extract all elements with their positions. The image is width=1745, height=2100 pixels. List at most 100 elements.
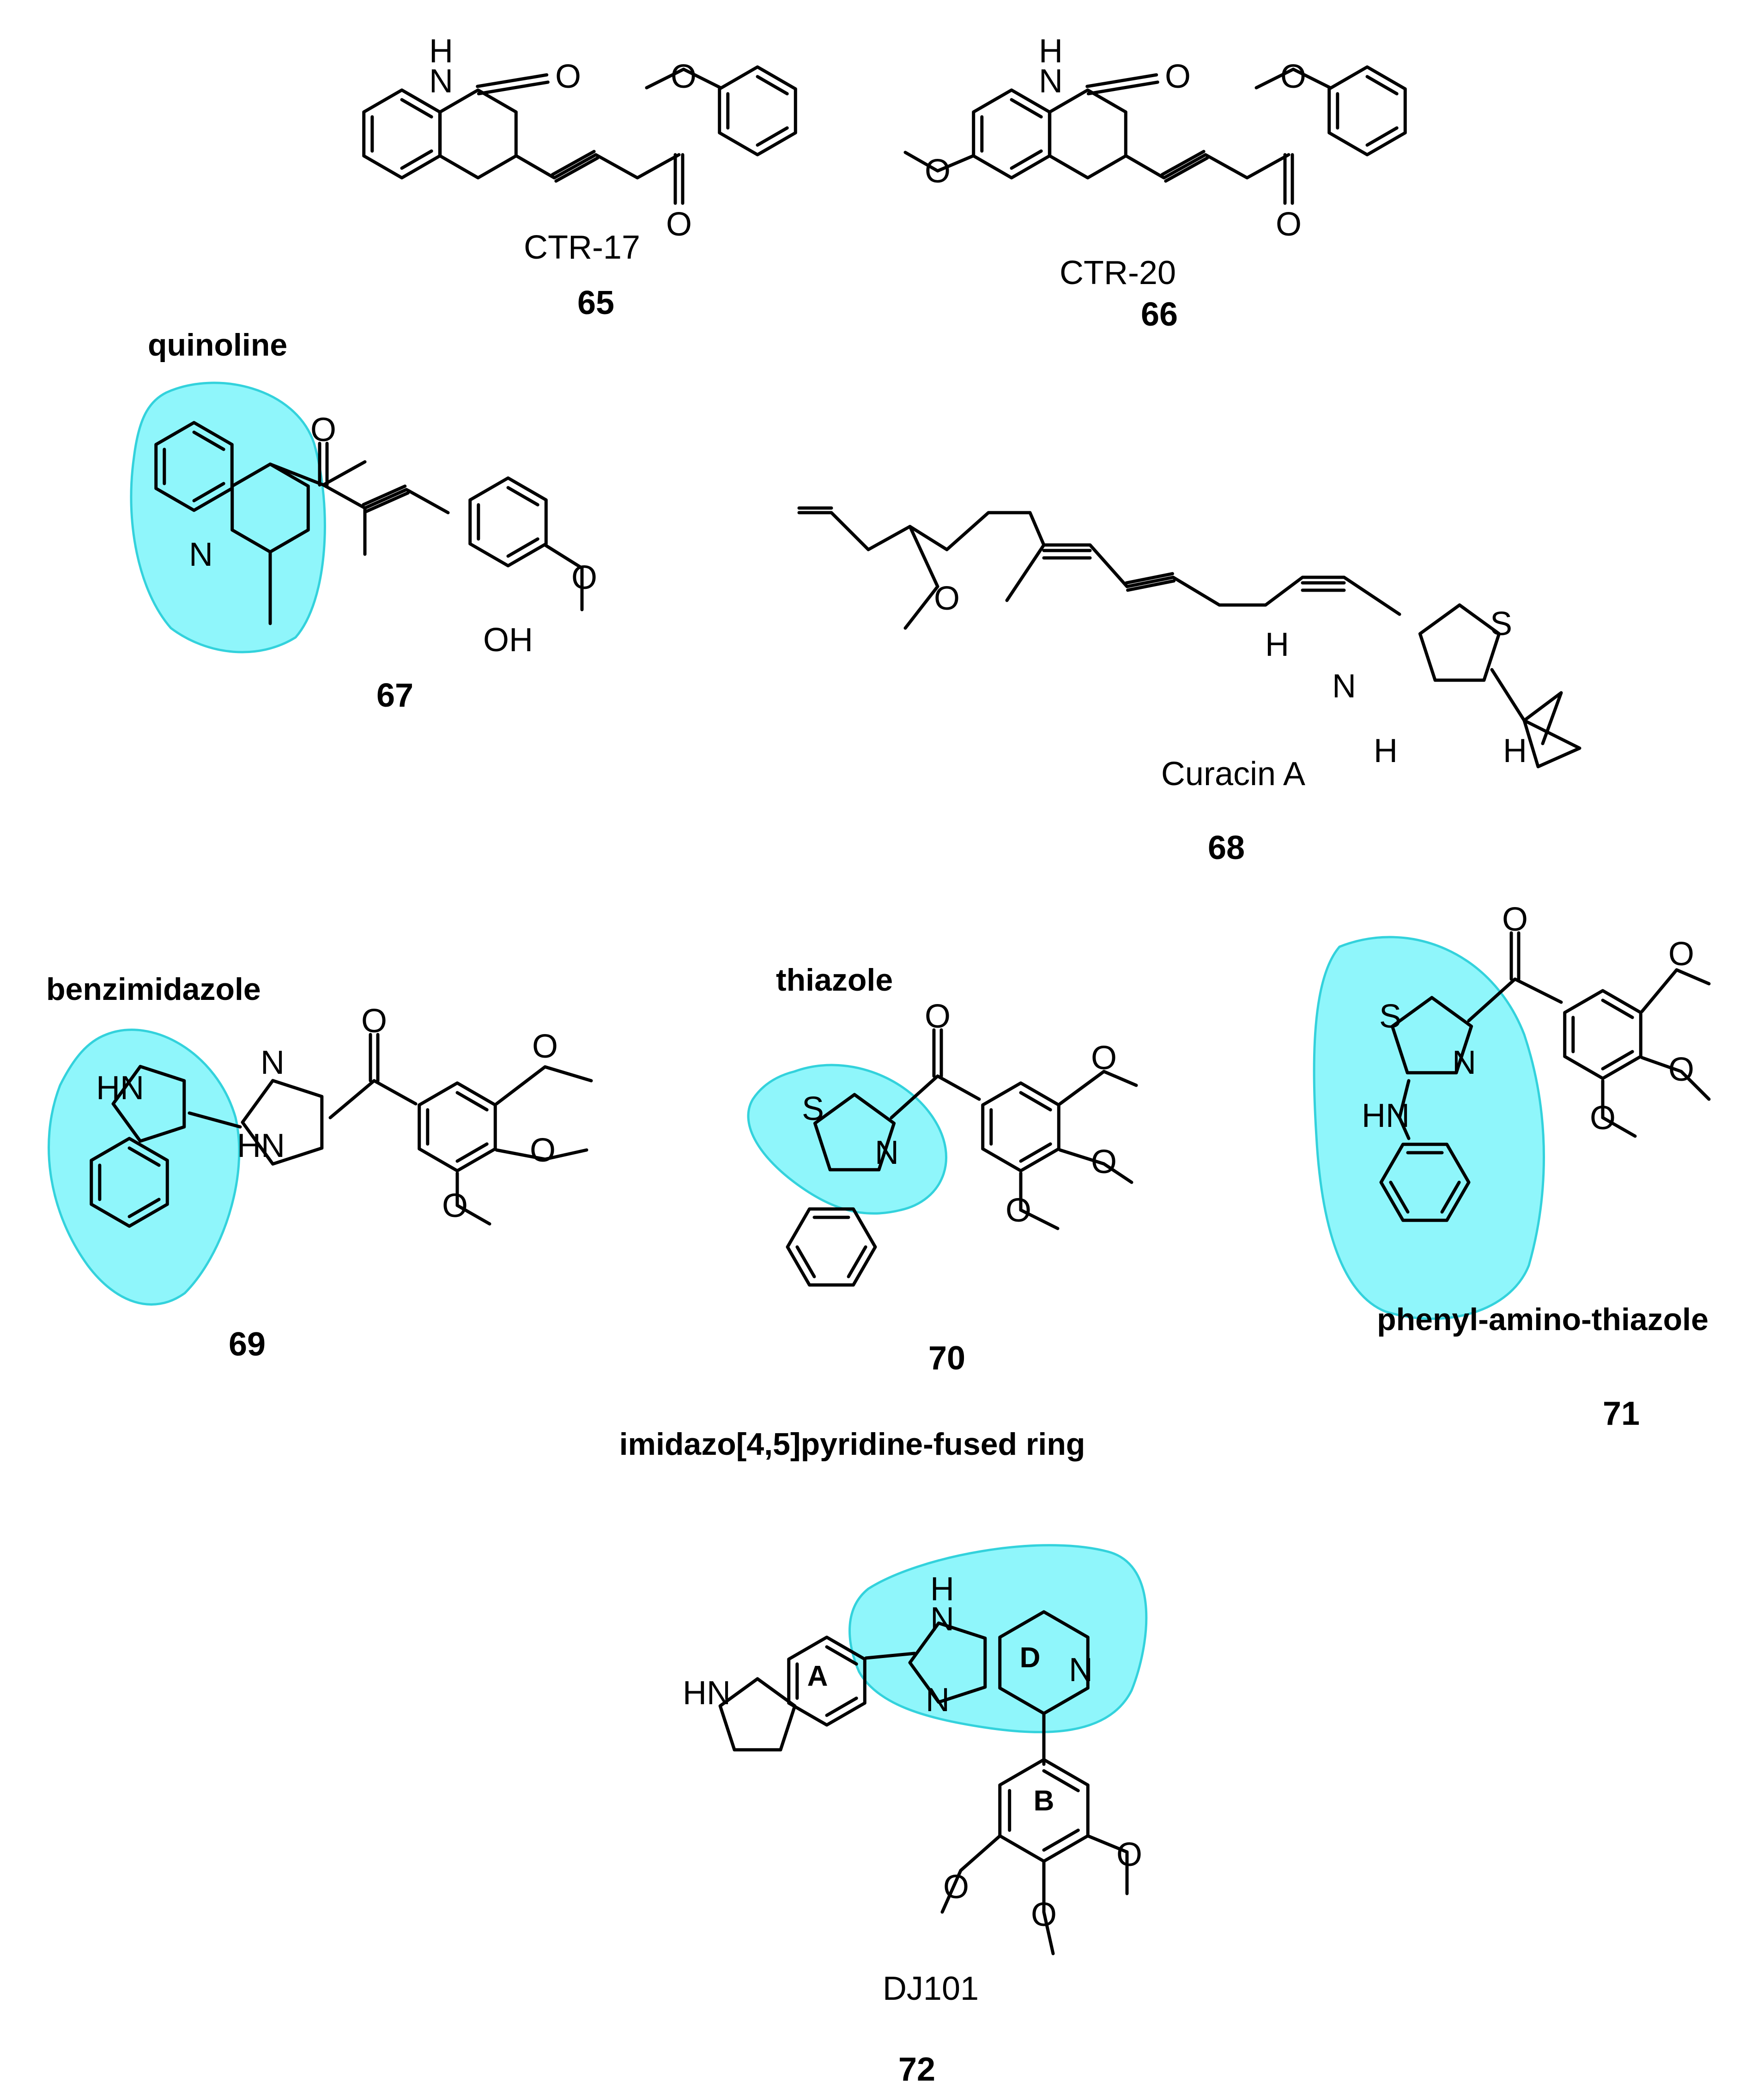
c67-ome-o-label: O xyxy=(571,559,597,596)
imidazopyridine-highlight xyxy=(848,1544,1148,1733)
c70-meo-2 xyxy=(1058,1148,1133,1184)
bond-lines xyxy=(48,65,1711,1955)
c67-enone xyxy=(321,483,450,514)
phenyl-amino-thiazole-highlight xyxy=(1313,936,1545,1320)
aromatic-bond xyxy=(847,1245,867,1278)
c70-s-label: S xyxy=(802,1090,824,1127)
c68-cyclopropyl-link xyxy=(1490,668,1563,745)
c68-h2-label: H xyxy=(1374,732,1398,769)
aromatic-bond xyxy=(795,1245,816,1278)
ctr17-n-label: N xyxy=(429,63,453,100)
c71-hn-label: HN xyxy=(1362,1097,1410,1134)
aromatic-bond xyxy=(1440,1180,1461,1214)
c70-aryl-ring xyxy=(981,1081,1060,1173)
aromatic-bond xyxy=(1010,98,1043,119)
ctr17-nh-label: H xyxy=(429,33,453,70)
ctr17-alkene xyxy=(551,150,596,176)
c69-indole-nh-label: HN xyxy=(96,1070,144,1107)
c72-meo-1 xyxy=(940,1834,1002,1914)
ctr20-methoxy xyxy=(1254,67,1332,90)
ctr17-aryl-ring xyxy=(718,65,797,157)
ctr20-carbonyl xyxy=(1086,80,1159,96)
c70-ketone-o-label: O xyxy=(925,998,951,1035)
c72-n3-label: N xyxy=(1069,1652,1093,1688)
c67-alkene xyxy=(362,484,407,507)
aromatic-bond xyxy=(1010,149,1043,170)
c67-ketone-o-label: O xyxy=(310,412,336,448)
c72-o3-label: O xyxy=(1116,1836,1142,1873)
aromatic-bond xyxy=(1601,999,1634,1019)
aromatic-bond xyxy=(455,1142,489,1163)
c68-chain-1 xyxy=(797,511,1046,551)
ctr20-alkene xyxy=(1164,156,1209,183)
c67-alkene xyxy=(364,491,410,513)
aromatic-bond xyxy=(1601,1050,1634,1071)
c71-meo-2 xyxy=(1640,1056,1711,1101)
c71-ketone-o-label: O xyxy=(1502,901,1528,938)
c72-meo-2 xyxy=(1042,1859,1055,1955)
aromatic-bond xyxy=(1365,75,1399,96)
phenyl-amino-thiazole-section-label: phenyl-amino-thiazole xyxy=(1377,1302,1709,1337)
ctr17-name: CTR-17 xyxy=(524,229,640,266)
ctr20-ketone-o-label: O xyxy=(1276,206,1302,243)
compound-65-number: 65 xyxy=(577,284,614,321)
c71-nh-bond-2 xyxy=(1398,1116,1411,1140)
compound-71-number: 71 xyxy=(1603,1395,1640,1432)
compound-69-number: 69 xyxy=(229,1326,266,1363)
c70-thiazole-ring xyxy=(813,1093,896,1172)
c70-meo-1 xyxy=(1058,1070,1138,1106)
c68-s-label: S xyxy=(1490,605,1512,642)
c72-ring-b-label: B xyxy=(1034,1785,1054,1817)
quinoline-highlight xyxy=(130,381,326,654)
c71-aryl-ring xyxy=(1563,989,1642,1080)
ctr17-carbonyl xyxy=(476,73,549,88)
aromatic-bond xyxy=(506,537,539,558)
ctr20-aryl-ring xyxy=(1327,65,1407,157)
c69-o1-label: O xyxy=(532,1028,558,1065)
ctr17-ome-o-label: O xyxy=(671,58,697,95)
aromatic-bond xyxy=(192,430,225,451)
aromatic-bond xyxy=(1019,1091,1052,1112)
ctr17-benzo-ring xyxy=(362,88,442,180)
c67-benzo-ring xyxy=(154,421,234,512)
c70-phenyl-ring xyxy=(786,1207,877,1287)
aromatic-bond xyxy=(127,1146,161,1167)
ctr20-ome-o-label: O xyxy=(1280,58,1306,95)
c69-benzo-ring xyxy=(90,1137,169,1228)
imidazopyridine-section-label: imidazo[4,5]pyridine-fused ring xyxy=(619,1427,1085,1462)
curacin-a-name: Curacin A xyxy=(1161,756,1305,793)
c68-cyclopropane xyxy=(1522,719,1581,769)
c72-o2-label: O xyxy=(1031,1896,1057,1933)
c69-meo-2 xyxy=(495,1148,588,1161)
c67-n-label: N xyxy=(189,536,213,573)
c68-h3-label: H xyxy=(1503,732,1527,769)
c72-ring-a-label: A xyxy=(807,1660,828,1692)
thiazole-highlight xyxy=(747,1064,948,1215)
compound-68-number: 68 xyxy=(1208,829,1245,866)
ctr20-6-ome-o-label: O xyxy=(925,153,951,190)
c71-meo-3 xyxy=(1601,1079,1637,1138)
c71-n-label: N xyxy=(1452,1044,1476,1081)
ctr17-alkene xyxy=(554,156,600,183)
c69-ketone-o-label: O xyxy=(361,1003,387,1040)
c70-acyl xyxy=(890,1074,981,1120)
ctr20-nh-label: H xyxy=(1039,33,1063,70)
c68-h1-label: H xyxy=(1265,626,1289,663)
ctr20-carbonyl xyxy=(1085,73,1158,88)
c72-ring-d-label: D xyxy=(1020,1642,1041,1674)
c71-o1-label: O xyxy=(1668,936,1694,973)
compound-66-number: 66 xyxy=(1141,296,1178,333)
aromatic-bond xyxy=(1042,1769,1080,1792)
aromatic-bond xyxy=(506,486,539,507)
aromatic-bond xyxy=(455,1091,489,1112)
c68-chain-2 xyxy=(1042,543,1401,616)
ctr20-enone-chain xyxy=(1124,153,1291,180)
c69-acyl xyxy=(328,1079,418,1120)
aromatic-bond xyxy=(400,149,433,170)
c72-imidazole-ring xyxy=(908,1621,987,1704)
c68-methyl xyxy=(1005,543,1046,602)
c69-aryl-ring xyxy=(418,1081,497,1173)
quinoline-section-label: quinoline xyxy=(148,327,287,363)
c69-indole-link xyxy=(188,1111,242,1129)
